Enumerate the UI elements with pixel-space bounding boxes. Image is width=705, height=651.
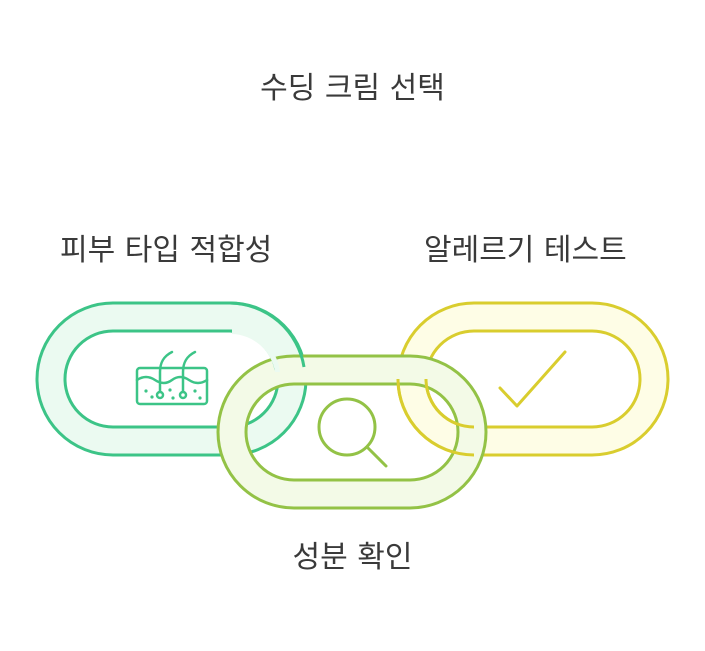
- chain-interlock-overlaps: [229, 301, 475, 457]
- label-allergy-test: 알레르기 테스트: [424, 233, 627, 268]
- chain-link-ingredient-check: [216, 354, 488, 510]
- label-ingredient-check: 성분 확인: [292, 540, 413, 575]
- chain-link-allergy-test: [396, 301, 670, 457]
- magnifier-icon: [317, 397, 388, 468]
- label-skin-type: 피부 타입 적합성: [60, 233, 273, 268]
- checkmark-icon: [498, 350, 567, 408]
- diagram-title: 수딩 크림 선택: [260, 71, 445, 106]
- skin-hair-icon: [135, 350, 209, 406]
